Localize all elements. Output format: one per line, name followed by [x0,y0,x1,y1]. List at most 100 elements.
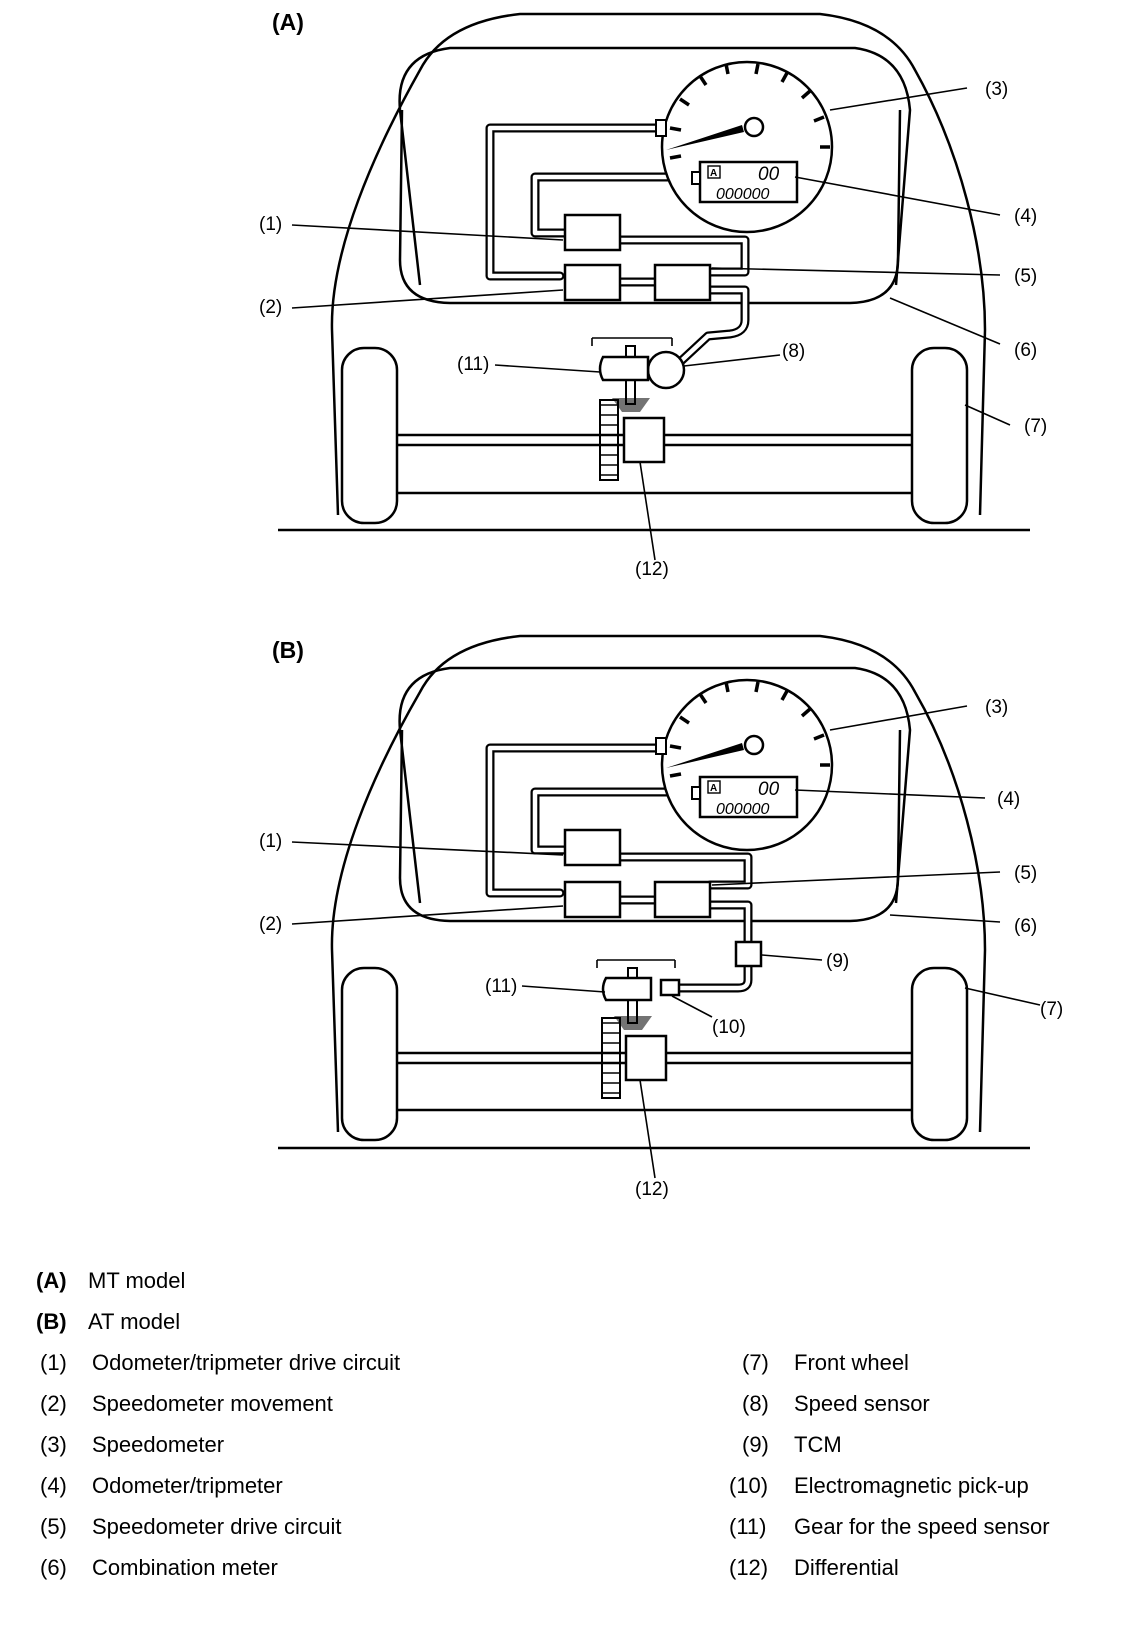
legend-item-9: (9) TCM [742,1432,842,1458]
legend-label: Gear for the speed sensor [794,1514,1050,1539]
legend-item-b: (B) AT model [36,1309,180,1335]
callout-11-b: (11) [485,976,517,997]
legend-key: (9) [742,1432,769,1457]
callout-6-a: (6) [1014,340,1037,361]
speedometer-needle-a [666,125,744,150]
legend-item-6: (6) Combination meter [40,1555,278,1581]
legend-item-3: (3) Speedometer [40,1432,224,1458]
callout-12-a: (12) [635,559,669,580]
legend-label: Differential [794,1555,899,1580]
callout-4-a: (4) [1014,206,1037,227]
tcm-block-b [734,940,763,968]
electromagnetic-pickup-b [659,978,681,997]
transaxle-assembly-a [591,337,673,481]
legend-key: (1) [40,1350,67,1375]
legend-key: (12) [729,1555,769,1580]
callout-1-a: (1) [259,214,282,235]
speedometer-connector-b [655,737,667,755]
odometer-reading-a: 000000 [716,186,769,203]
callout-5-a: (5) [1014,266,1037,287]
combination-meter-housing-a [398,109,902,305]
needle-hub-a [743,116,765,138]
legend-label: Speedometer movement [92,1391,333,1416]
legend-item-1: (1) Odometer/tripmeter drive circuit [40,1350,400,1376]
speedometer-gauge-b [655,678,834,852]
callout-7-a: (7) [1024,416,1047,437]
callout-12-b: (12) [635,1179,669,1200]
legend-item-a: (A) MT model [36,1268,185,1294]
callout-3-a: (3) [985,79,1008,100]
legend-key: (5) [40,1514,67,1539]
callout-4-b: (4) [997,789,1020,810]
legend-item-7: (7) Front wheel [742,1350,909,1376]
legend-item-10: (10) Electromagnetic pick-up [729,1473,1029,1499]
legend-key: (6) [40,1555,67,1580]
legend-key: (2) [40,1391,67,1416]
differential-b [624,1034,668,1082]
legend-key: (8) [742,1391,769,1416]
callout-9-b: (9) [826,951,849,972]
odometer-mode-flag-a: A [710,168,717,179]
legend-item-12: (12) Differential [729,1555,899,1581]
legend-key: (11) [729,1514,767,1539]
legend-item-4: (4) Odometer/tripmeter [40,1473,283,1499]
legend-label: AT model [88,1309,181,1334]
legend-key: (3) [40,1432,67,1457]
speedometer-connector-a [655,119,667,137]
windshield-outline-b [398,666,912,904]
differential-a [622,416,666,464]
legend-key: (A) [36,1268,67,1293]
legend-label: Odometer/tripmeter drive circuit [92,1350,401,1375]
speedometer-needle-b [666,743,744,768]
callout-5-b: (5) [1014,863,1037,884]
odometer-drive-circuit-block-b [563,828,622,867]
combination-meter-housing-b [398,729,902,923]
speedometer-movement-block-b [563,880,622,919]
wiring-harness-a [485,123,750,367]
callout-2-a: (2) [259,297,282,318]
front-wheel-right-a [910,346,969,525]
speedometer-drive-circuit-block-b [653,880,712,919]
speed-sensor-gear-b [601,976,653,1002]
callout-1-b: (1) [259,831,282,852]
speed-sensor-a [646,350,686,390]
legend-item-2: (2) Speedometer movement [40,1391,333,1417]
legend-label: Speed sensor [794,1391,930,1416]
legend-key: (B) [36,1309,67,1334]
legend-label: TCM [794,1432,842,1457]
panel-a-title: (A) [272,9,304,35]
speed-sensor-gear-a [598,355,650,382]
legend-item-8: (8) Speed sensor [742,1391,930,1417]
odometer-mode-flag-b: A [710,783,717,794]
leader-lines-a [291,87,1011,561]
callout-7-b: (7) [1040,999,1063,1020]
callout-2-b: (2) [259,914,282,935]
legend-label: MT model [88,1268,186,1293]
odometer-drive-circuit-block-a [563,213,622,252]
panel-a-mt-model: (A) [259,9,1047,580]
wiring-harness-b [485,743,753,993]
odometer-reading-b: 000000 [716,801,769,818]
legend-label: Speedometer [92,1432,225,1457]
front-wheel-left-a [340,346,399,525]
callout-6-b: (6) [1014,916,1037,937]
vehicle-body-outline-b [330,634,987,1133]
legend-label: Electromagnetic pick-up [794,1473,1029,1498]
windshield-outline-a [398,46,912,286]
needle-hub-b [743,734,765,756]
speedometer-movement-block-a [563,263,622,302]
legend-item-11: (11) Gear for the speed sensor [729,1514,1050,1540]
odometer-display-b: A 00 000000 [691,775,799,819]
trip-reading-a: 00 [758,164,780,185]
speedometer-gauge-a [655,60,834,234]
legend-key: (4) [40,1473,67,1498]
vehicle-body-outline-a [330,12,987,516]
legend-label: Front wheel [794,1350,909,1375]
trip-reading-b: 00 [758,779,780,800]
speedometer-drive-circuit-block-a [653,263,712,302]
leader-lines-b [291,705,1041,1179]
legend-label: Combination meter [92,1555,278,1580]
odometer-display-a: A 00 000000 [691,160,799,204]
front-wheel-left-b [340,966,399,1142]
